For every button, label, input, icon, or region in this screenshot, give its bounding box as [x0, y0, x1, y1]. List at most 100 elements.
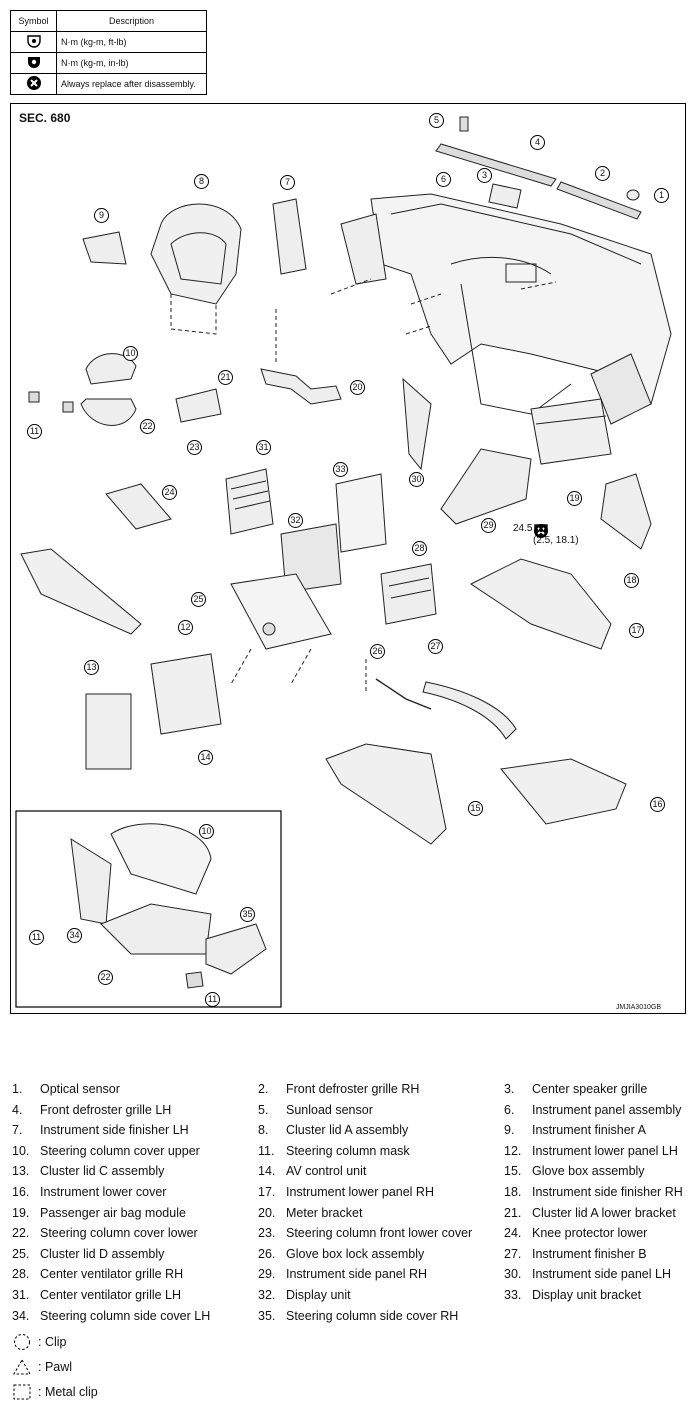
symbol-description: N·m (kg-m, ft-lb): [56, 31, 207, 53]
callout: 19: [567, 491, 582, 506]
legend-item: 9. Instrument finisher A: [504, 1123, 646, 1137]
legend-part-name: Steering column cover lower: [40, 1226, 198, 1241]
exploded-view-diagram: SEC. 680 24.5 (2.5, 18.1) JMJIA3010GB 5 …: [10, 103, 686, 1014]
legend-item: 15. Glove box assembly: [504, 1164, 645, 1178]
legend-number: 33.: [504, 1288, 522, 1302]
callout: 6: [436, 172, 451, 187]
legend-part-name: Instrument panel assembly: [532, 1102, 682, 1117]
callout: 34: [67, 928, 82, 943]
legend-item: 16.Instrument lower cover: [12, 1185, 166, 1199]
legend-part-name: Instrument finisher B: [532, 1246, 647, 1261]
callout: 26: [370, 644, 385, 659]
callout: 10: [123, 346, 138, 361]
callout: 27: [428, 639, 443, 654]
legend-part-name: Center speaker grille: [532, 1082, 648, 1096]
legend-number: 12.: [504, 1143, 522, 1158]
legend-part-name: Front defroster grille LH: [40, 1102, 172, 1117]
legend-number: 35.: [258, 1308, 276, 1323]
legend-number: 14.: [258, 1164, 276, 1179]
legend-number: 28.: [12, 1267, 30, 1282]
legend-part-name: Meter bracket: [286, 1205, 363, 1220]
symbol-header: Symbol: [10, 10, 57, 32]
legend-number: 3.: [504, 1082, 515, 1096]
symbol-table: Symbol Description N·m (kg-m, ft-lb) N·m…: [10, 10, 207, 95]
callout: 12: [178, 620, 193, 635]
legend-item: 13.Cluster lid C assembly: [12, 1164, 164, 1178]
callout: 10: [199, 824, 214, 839]
legend-item: 24. Knee protector lower: [504, 1226, 647, 1240]
legend-number: 27.: [504, 1246, 522, 1261]
legend-part-name: Instrument side panel LH: [532, 1267, 671, 1282]
torque-units: (2.5, 18.1): [533, 535, 579, 546]
legend-part-name: Steering column front lower cover: [286, 1226, 473, 1241]
legend-part-name: Knee protector lower: [532, 1226, 648, 1241]
legend-part-name: Passenger air bag module: [40, 1205, 186, 1220]
legend-part-name: Instrument side finisher LH: [40, 1123, 189, 1138]
legend-part-name: Display unit bracket: [532, 1288, 642, 1302]
legend-item: 25.Cluster lid D assembly: [12, 1247, 164, 1261]
callout: 15: [468, 801, 483, 816]
callout: 8: [194, 174, 209, 189]
legend-number: 30.: [504, 1267, 522, 1282]
description-header: Description: [56, 10, 207, 32]
legend-number: 22.: [12, 1226, 30, 1241]
legend-part-name: Steering column mask: [286, 1143, 410, 1158]
legend-item: 21. Cluster lid A lower bracket: [504, 1206, 676, 1220]
legend-number: 32.: [258, 1288, 276, 1302]
callout: 22: [98, 970, 113, 985]
legend-part-name: Instrument side finisher RH: [532, 1185, 683, 1199]
legend-part-name: Glove box assembly: [532, 1164, 645, 1179]
legend-part-name: Cluster lid A lower bracket: [532, 1205, 676, 1220]
legend-item: 3. Center speaker grille: [504, 1082, 647, 1096]
legend-item: 17.Instrument lower panel RH: [258, 1185, 434, 1199]
callout: 14: [198, 750, 213, 765]
parts-drawing: [15, 116, 672, 1008]
callout: 22: [140, 419, 155, 434]
callout: 23: [187, 440, 202, 455]
always-replace-icon: [10, 73, 57, 95]
callout: 11: [205, 992, 220, 1007]
legend-part-name: Center ventilator grille LH: [40, 1288, 182, 1302]
legend-item: 14.AV control unit: [258, 1164, 366, 1178]
legend-number: 24.: [504, 1226, 522, 1241]
legend-item: 19. Passenger air bag module: [12, 1206, 186, 1220]
pawl-icon: [13, 1358, 31, 1375]
legend-item: 1.Optical sensor: [12, 1082, 120, 1096]
legend-item: 18.Instrument side finisher RH: [504, 1185, 683, 1199]
legend-part-name: Optical sensor: [40, 1082, 120, 1096]
legend-number: 10.: [12, 1143, 30, 1158]
legend-number: 2.: [258, 1082, 269, 1096]
legend-number: 7.: [12, 1123, 23, 1138]
legend-part-name: Sunload sensor: [286, 1102, 373, 1117]
legend-item: 10.Steering column cover upper: [12, 1144, 200, 1158]
legend-number: 20.: [258, 1205, 276, 1220]
callout: 24: [162, 485, 177, 500]
torque-value: 24.5: [513, 523, 533, 534]
legend-item: 27. Instrument finisher B: [504, 1247, 647, 1261]
legend-part-name: Steering column side cover RH: [286, 1308, 459, 1323]
legend-item: 28.Center ventilator grille RH: [12, 1267, 183, 1281]
fastener-legend-clip: : Clip: [12, 1333, 66, 1351]
callout: 25: [191, 592, 206, 607]
legend-item: 12.Instrument lower panel LH: [504, 1144, 678, 1158]
legend-item: 7. Instrument side finisher LH: [12, 1123, 189, 1137]
callout: 30: [409, 472, 424, 487]
legend-number: 21.: [504, 1205, 522, 1220]
callout: 20: [350, 380, 365, 395]
callout: 16: [650, 797, 665, 812]
torque-spec: 24.5 (2.5, 18.1): [513, 523, 579, 547]
legend-item: 4.Front defroster grille LH: [12, 1103, 171, 1117]
legend-part-name: Instrument finisher A: [532, 1123, 646, 1138]
callout: 17: [629, 623, 644, 638]
legend-number: 9.: [504, 1123, 515, 1138]
callout: 13: [84, 660, 99, 675]
metal-clip-icon: [13, 1384, 31, 1400]
legend-number: 15.: [504, 1164, 522, 1179]
legend-number: 5.: [258, 1102, 269, 1117]
callout: 2: [595, 166, 610, 181]
legend-number: 19.: [12, 1205, 30, 1220]
legend-part-name: Instrument lower cover: [40, 1185, 167, 1199]
callout: 21: [218, 370, 233, 385]
legend-part-name: Cluster lid A assembly: [286, 1123, 409, 1138]
legend-item: 20. Meter bracket: [258, 1206, 362, 1220]
